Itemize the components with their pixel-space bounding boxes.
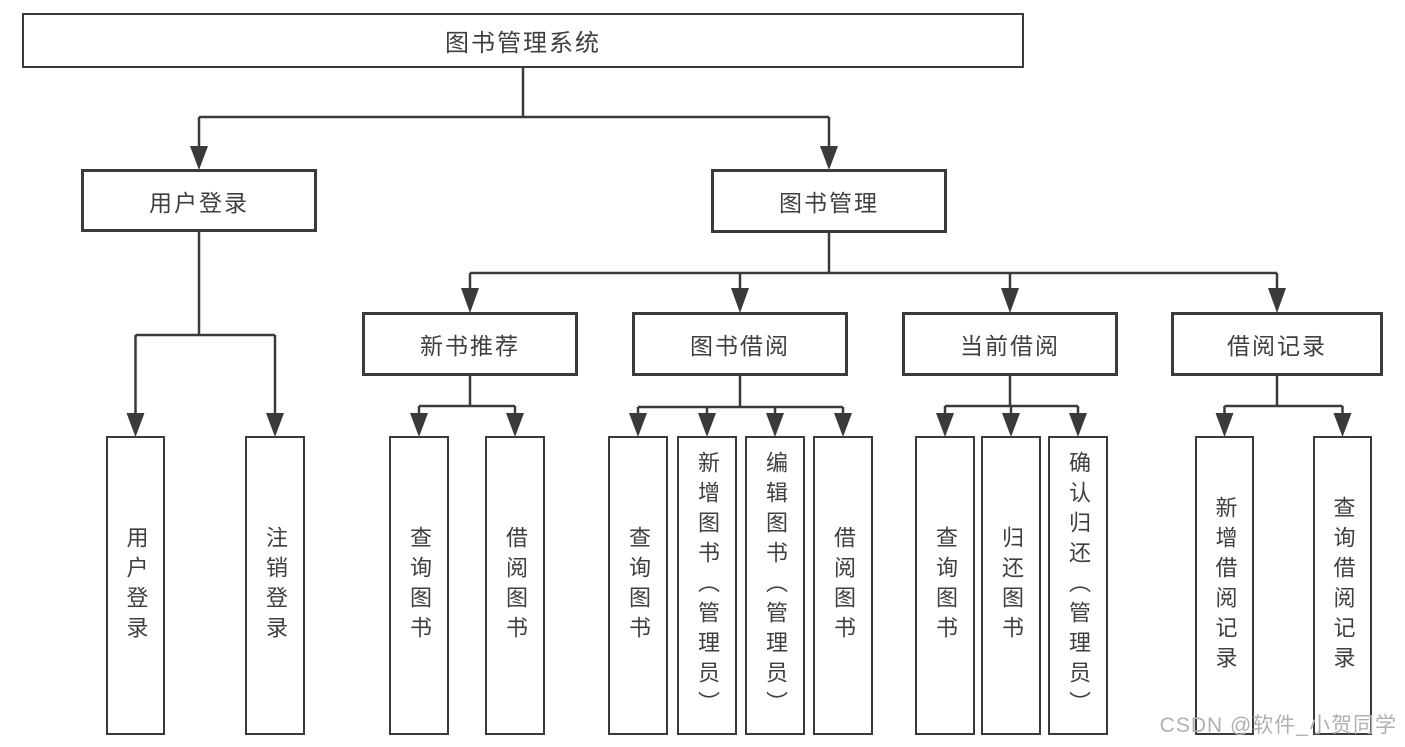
arrowhead [126,413,145,437]
node-label: 新增借阅记录 [1212,495,1238,676]
node-label: 新书推荐 [420,333,520,359]
node-current-borrow: 当前借阅 [902,312,1118,376]
leaf-newbooks-borrow-books: 借阅图书 [485,436,545,735]
connector-borrow-records-to-leaves [1215,376,1352,437]
arrowhead [1069,413,1087,437]
node-label: 图书借阅 [690,333,790,359]
leaf-records-query-record: 查询借阅记录 [1313,436,1372,735]
connector-user-login-to-leaves [126,232,284,437]
node-label: 编辑图书（管理员） [763,450,788,721]
arrowhead [1001,288,1019,313]
leaf-borrow-query-books: 查询图书 [608,436,668,735]
arrowhead [1333,413,1352,437]
node-label: 图书管理 [779,190,879,216]
leaf-current-query-books: 查询图书 [915,436,975,735]
node-label: 图书管理系统 [445,30,601,57]
leaf-records-add-record: 新增借阅记录 [1195,436,1254,735]
arrowhead [190,146,208,170]
leaf-borrow-add-books-admin: 新增图书（管理员） [677,436,737,735]
node-book-borrow: 图书借阅 [632,312,848,376]
arrowhead [506,413,524,437]
node-label: 归还图书 [999,525,1024,646]
arrowhead [410,413,428,437]
node-label: 注销登录 [263,525,288,646]
node-label: 查询借阅记录 [1330,495,1356,676]
node-label: 借阅图书 [503,525,528,646]
connector-current-borrow-to-leaves [936,376,1087,437]
node-label: 用户登录 [123,525,149,646]
node-label: 查询图书 [626,525,651,646]
node-label: 借阅记录 [1227,333,1327,359]
node-library-system-root: 图书管理系统 [22,13,1024,68]
node-label: 当前借阅 [960,333,1060,359]
arrowhead [820,146,838,170]
arrowhead [731,288,749,313]
leaf-borrow-borrow-books: 借阅图书 [813,436,873,735]
arrowhead [698,413,716,437]
node-label: 确认归还（管理员） [1066,450,1091,721]
node-label: 借阅图书 [831,525,856,646]
arrowhead [461,288,479,313]
node-label: 查询图书 [407,525,432,646]
node-user-login: 用户登录 [81,169,317,232]
arrowhead [1215,413,1234,437]
arrowhead [834,413,852,437]
arrowhead [766,413,784,437]
connector-root-to-level2 [190,68,838,170]
connector-new-books-to-leaves [410,376,524,437]
arrowhead [936,413,954,437]
arrowhead [1002,413,1020,437]
leaf-borrow-edit-books-admin: 编辑图书（管理员） [745,436,805,735]
connector-book-mgmt-to-level3 [461,233,1286,313]
arrowhead [629,413,647,437]
arrowhead [1268,288,1286,313]
leaf-newbooks-query-books: 查询图书 [389,436,449,735]
leaf-current-confirm-return-admin: 确认归还（管理员） [1048,436,1108,735]
node-label: 用户登录 [149,189,249,216]
node-label: 新增图书（管理员） [695,450,720,721]
leaf-user-login: 用户登录 [106,436,165,735]
node-label: 查询图书 [933,525,958,646]
leaf-current-return-books: 归还图书 [981,436,1041,735]
node-new-book-recommend: 新书推荐 [362,312,578,376]
node-book-management: 图书管理 [711,169,947,233]
arrowhead [266,413,284,437]
csdn-watermark: CSDN @软件_小贺同学 [1159,714,1397,737]
connector-book-borrow-to-leaves [629,376,852,437]
node-borrow-records: 借阅记录 [1171,312,1383,376]
leaf-logout: 注销登录 [245,436,305,735]
